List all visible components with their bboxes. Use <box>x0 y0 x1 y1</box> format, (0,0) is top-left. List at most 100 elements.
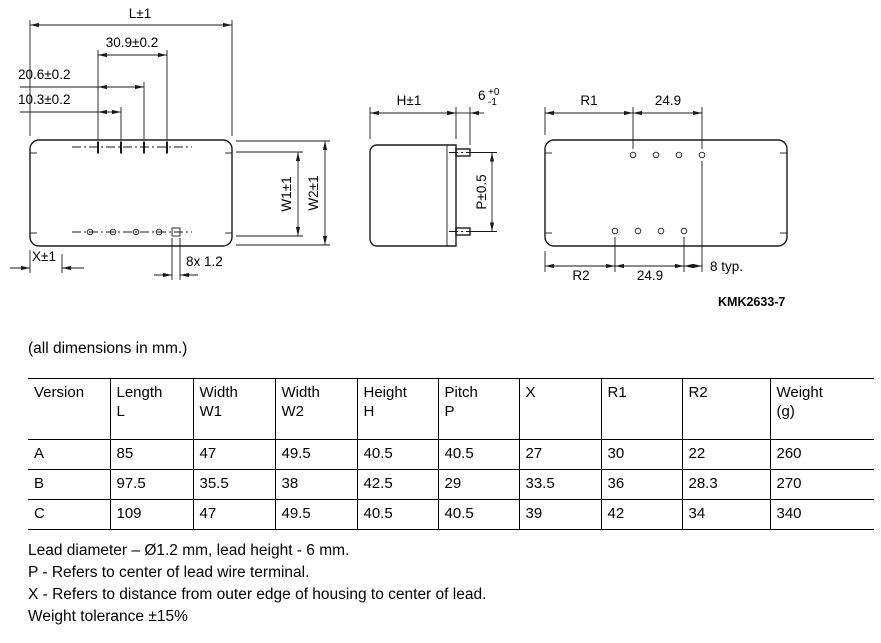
cell-width-w2: 38 <box>274 469 357 500</box>
side-view-body <box>369 144 457 247</box>
header-line: Width <box>281 384 320 401</box>
cell-height: 40.5 <box>356 439 438 470</box>
top-view: R1 24.9 R2 24.9 8 typ. KMK2633-7 <box>544 93 788 309</box>
dim-r1-label: R1 <box>580 93 597 108</box>
table-row-version-b: B 97.5 35.5 38 42.5 29 33.5 36 28.3 270 <box>28 469 874 500</box>
cell-weight: 270 <box>769 469 874 500</box>
header-line: W1 <box>199 403 223 420</box>
table-row-version-a: A 85 47 49.5 40.5 40.5 27 30 22 260 <box>28 439 874 470</box>
dim-lead-height: 6 +0 -1 <box>442 87 500 145</box>
cell-r2: 22 <box>681 439 770 470</box>
cell-pitch: 29 <box>437 469 519 500</box>
note-pitch-definition: P - Refers to center of lead wire termin… <box>28 564 310 581</box>
front-view-terminals-top <box>72 141 192 154</box>
dim-24-9-top: 24.9 <box>633 93 703 149</box>
cell-pitch: 40.5 <box>437 439 519 470</box>
dim-r1: R1 <box>544 93 634 149</box>
cell-r2: 34 <box>681 499 770 530</box>
cell-version: C <box>28 499 110 530</box>
dim-20-6: 20.6±0.2 <box>18 67 145 139</box>
note-weight-tolerance: Weight tolerance ±15% <box>28 608 188 625</box>
top-view-body <box>544 139 788 247</box>
col-header-x: X <box>518 378 601 440</box>
cell-width-w2: 49.5 <box>274 499 357 530</box>
dim-10-3-label: 10.3±0.2 <box>18 92 70 107</box>
cell-weight: 260 <box>769 439 874 470</box>
front-view-body <box>29 139 233 247</box>
col-header-weight: Weight (g) <box>769 378 874 440</box>
header-line: H <box>363 403 375 420</box>
header-line: Length <box>116 384 163 401</box>
header-line: Version <box>34 384 85 401</box>
cell-length: 109 <box>109 499 193 530</box>
cell-width-w1: 47 <box>192 499 275 530</box>
top-view-seams <box>545 152 787 234</box>
cell-r1: 42 <box>600 499 682 530</box>
cell-version: B <box>28 469 110 500</box>
cell-width-w1: 35.5 <box>192 469 275 500</box>
cell-pitch: 40.5 <box>437 499 519 530</box>
dimension-drawing: L±1 30.9±0.2 20.6±0.2 10.3±0.2 W1±1 <box>10 6 788 309</box>
cell-x: 33.5 <box>518 469 601 500</box>
dim-lead-dia: 8x 1.2 <box>154 238 223 280</box>
dim-w1-label: W1±1 <box>279 176 294 211</box>
dim-x: X±1 <box>10 249 84 273</box>
header-line: (g) <box>776 403 795 420</box>
dim-30-9-label: 30.9±0.2 <box>106 35 158 50</box>
dim-height: H±1 <box>369 93 457 139</box>
dim-24-9-bottom-label: 24.9 <box>637 268 663 283</box>
top-view-holes-row1 <box>629 151 706 159</box>
cell-r1: 30 <box>600 439 682 470</box>
cell-x: 27 <box>518 439 601 470</box>
dim-w2-label: W2±1 <box>306 175 321 210</box>
dim-w1: W1±1 <box>236 151 303 237</box>
header-line: R1 <box>607 384 627 401</box>
header-line: X <box>525 384 536 401</box>
header-line: P <box>444 403 455 420</box>
dim-height-label: H±1 <box>397 93 422 108</box>
dim-length-label: L±1 <box>129 6 151 21</box>
cell-r1: 36 <box>600 469 682 500</box>
front-view-seams <box>30 152 232 234</box>
cell-height: 40.5 <box>356 499 438 530</box>
dim-24-9-top-label: 24.9 <box>655 93 681 108</box>
units-caption: (all dimensions in mm.) <box>28 340 188 357</box>
dim-24-9-bottom: 24.9 <box>615 237 685 283</box>
dim-w2: W2±1 <box>236 140 330 246</box>
dim-10-3: 10.3±0.2 <box>18 92 122 139</box>
dim-r2: R2 <box>544 237 616 283</box>
dim-lead-height-tol-minus: -1 <box>488 97 497 108</box>
dim-pitch-label: P±0.5 <box>474 174 489 209</box>
dim-30-9: 30.9±0.2 <box>97 35 168 139</box>
dim-lead-height-tol-plus: +0 <box>488 87 500 98</box>
dim-8-typ-label: 8 typ. <box>710 259 743 274</box>
top-view-holes-row2 <box>611 227 688 235</box>
dim-lead-dia-label: 8x 1.2 <box>186 254 223 269</box>
cell-length: 97.5 <box>109 469 193 500</box>
header-line: Weight <box>776 384 823 401</box>
dim-length: L±1 <box>29 6 233 136</box>
footnotes: Lead diameter – Ø1.2 mm, lead height - 6… <box>28 540 881 628</box>
note-lead-diameter: Lead diameter – Ø1.2 mm, lead height - 6… <box>28 542 350 559</box>
cell-x: 39 <box>518 499 601 530</box>
table-row-version-c: C 109 47 49.5 40.5 40.5 39 42 34 340 <box>28 499 874 530</box>
dim-r2-label: R2 <box>572 268 589 283</box>
dim-x-label: X±1 <box>32 249 56 264</box>
note-x-definition: X - Refers to distance from outer edge o… <box>28 586 487 603</box>
col-header-r2: R2 <box>681 378 770 440</box>
cell-r2: 28.3 <box>681 469 770 500</box>
dim-pitch: P±0.5 <box>474 152 497 232</box>
dim-lead-height-label: 6 <box>478 88 486 103</box>
dim-20-6-label: 20.6±0.2 <box>18 67 70 82</box>
cell-weight: 340 <box>769 499 874 530</box>
cell-length: 85 <box>109 439 193 470</box>
dim-8-typ: 8 typ. <box>684 161 743 274</box>
col-header-r1: R1 <box>600 378 682 440</box>
header-line: R2 <box>688 384 708 401</box>
cell-width-w1: 47 <box>192 439 275 470</box>
